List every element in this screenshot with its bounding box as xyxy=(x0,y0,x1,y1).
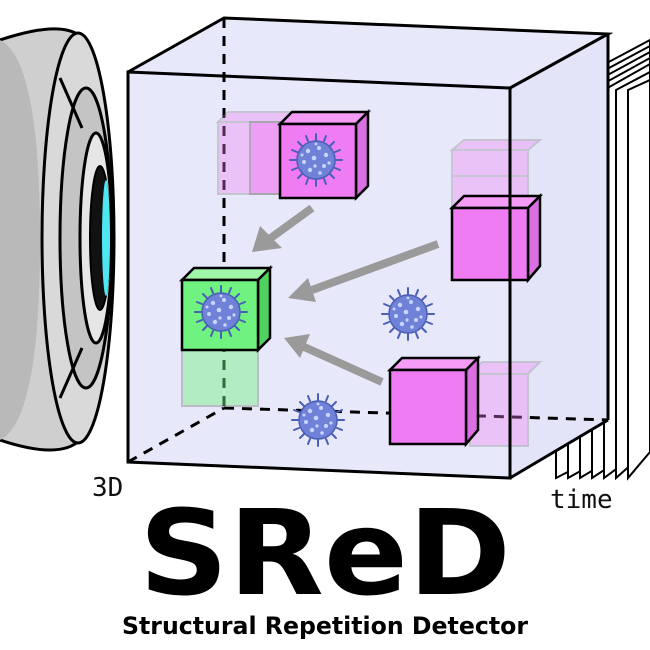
logo-title: SReD xyxy=(139,484,511,622)
cube-magenta-right xyxy=(448,192,544,284)
cube-magenta-bottom xyxy=(386,354,482,448)
logo-prefix: 3D xyxy=(92,473,123,503)
arrows xyxy=(252,204,440,386)
virus-particle-icon xyxy=(289,133,343,187)
arrow-top xyxy=(265,204,315,244)
cube-green-reference xyxy=(178,264,274,354)
virus-particle-icon xyxy=(381,287,435,341)
virus-particle-icon xyxy=(291,393,345,447)
arrow-bottom xyxy=(300,342,384,386)
cube-magenta-top xyxy=(276,108,372,202)
arrow-right xyxy=(310,240,440,294)
microscope-camera-icon xyxy=(0,27,116,452)
logo-subtitle: Structural Repetition Detector xyxy=(122,612,528,640)
virus-particle-icon xyxy=(194,285,248,339)
time-label: time xyxy=(550,485,613,515)
volume-box xyxy=(127,18,609,478)
volume-edges xyxy=(126,16,614,480)
